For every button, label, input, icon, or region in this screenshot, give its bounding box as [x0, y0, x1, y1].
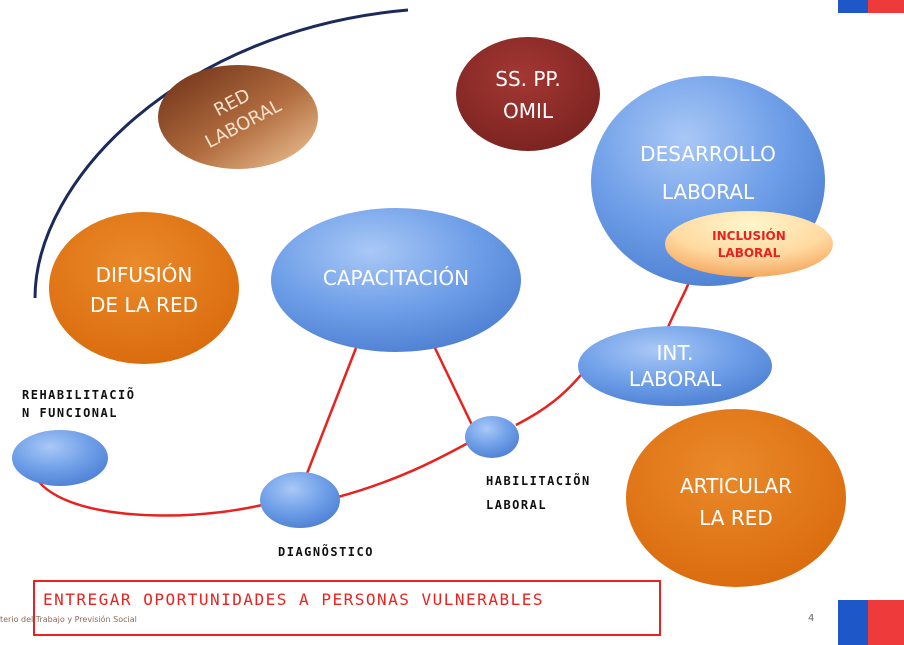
- node-habilitacion: [465, 416, 519, 458]
- banner-box: ENTREGAR OPORTUNIDADES A PERSONAS VULNER…: [33, 580, 661, 636]
- node-capacitacion: [271, 208, 521, 352]
- page-number: 4: [808, 613, 815, 624]
- label-ss-pp-omil-line2: OMIL: [502, 99, 554, 123]
- label-difusion-line2: DE LA RED: [90, 293, 198, 317]
- banner-text: ENTREGAR OPORTUNIDADES A PERSONAS VULNER…: [43, 590, 544, 609]
- network-arc: [33, 8, 409, 299]
- connector-capacitacion-diagnostico: [304, 347, 358, 477]
- label-articular-line2: LA RED: [699, 506, 773, 530]
- connector-rehab-diagnostico: [30, 469, 263, 517]
- label-habilitacion: HABILITACIÕN LABORAL: [486, 472, 591, 514]
- label-inclusion-laboral: INCLUSIÓN LABORAL: [689, 228, 809, 262]
- node-diagnostico: [260, 472, 340, 528]
- label-habil-line1: HABILITACIÕN: [486, 474, 591, 488]
- label-inclusion-line1: INCLUSIÓN: [712, 229, 786, 243]
- label-articular-line1: ARTICULAR: [679, 474, 793, 498]
- connector-lines: [30, 279, 692, 517]
- connector-int-desarrollo: [664, 279, 692, 333]
- node-inclusion-laboral: [665, 211, 833, 277]
- label-int-laboral: INT. LABORAL: [615, 340, 735, 392]
- flag-logo-bottom: [838, 600, 904, 645]
- label-int-line1: INT.: [656, 341, 694, 365]
- node-int-laboral: [578, 326, 772, 406]
- label-desarrollo-line2: LABORAL: [661, 180, 755, 204]
- label-rehab-line2: N FUNCIONAL: [22, 406, 118, 420]
- label-inclusion-line2: LABORAL: [717, 246, 781, 260]
- label-ss-pp-omil-line1: SS. PP.: [495, 67, 561, 91]
- node-ss-pp-omil: [456, 37, 600, 151]
- label-difusion-red: DIFUSIÓN DE LA RED: [74, 260, 214, 320]
- flag-logo-top: [838, 0, 904, 13]
- label-desarrollo-line1: DESARROLLO: [640, 142, 776, 166]
- connector-diagnostico-habilitacion: [337, 441, 469, 499]
- label-rehabilitacion: REHABILITACIÕ N FUNCIONAL: [22, 386, 135, 422]
- label-desarrollo-laboral: DESARROLLO LABORAL: [628, 141, 788, 205]
- footer-ministry: terio del Trabajo y Previsión Social: [0, 615, 137, 624]
- connector-capacitacion-habilitacion: [432, 345, 474, 426]
- label-ss-pp-omil: SS. PP. OMIL: [468, 66, 588, 124]
- label-articular-red: ARTICULAR LA RED: [666, 470, 806, 534]
- connector-habilitacion-int: [515, 369, 586, 427]
- node-rehabilitacion: [12, 430, 108, 486]
- node-articular-red: [626, 409, 846, 587]
- node-difusion-red: [49, 212, 239, 364]
- label-difusion-line1: DIFUSIÓN: [95, 263, 193, 287]
- label-capacitacion: CAPACITACIÓN: [322, 266, 470, 290]
- node-red-laboral: [158, 65, 318, 169]
- label-int-line2: LABORAL: [628, 367, 722, 391]
- label-diagnostico: DIAGNÕSTICO: [278, 545, 374, 559]
- label-rehab-line1: REHABILITACIÕ: [22, 388, 136, 402]
- label-habil-line2: LABORAL: [486, 498, 548, 512]
